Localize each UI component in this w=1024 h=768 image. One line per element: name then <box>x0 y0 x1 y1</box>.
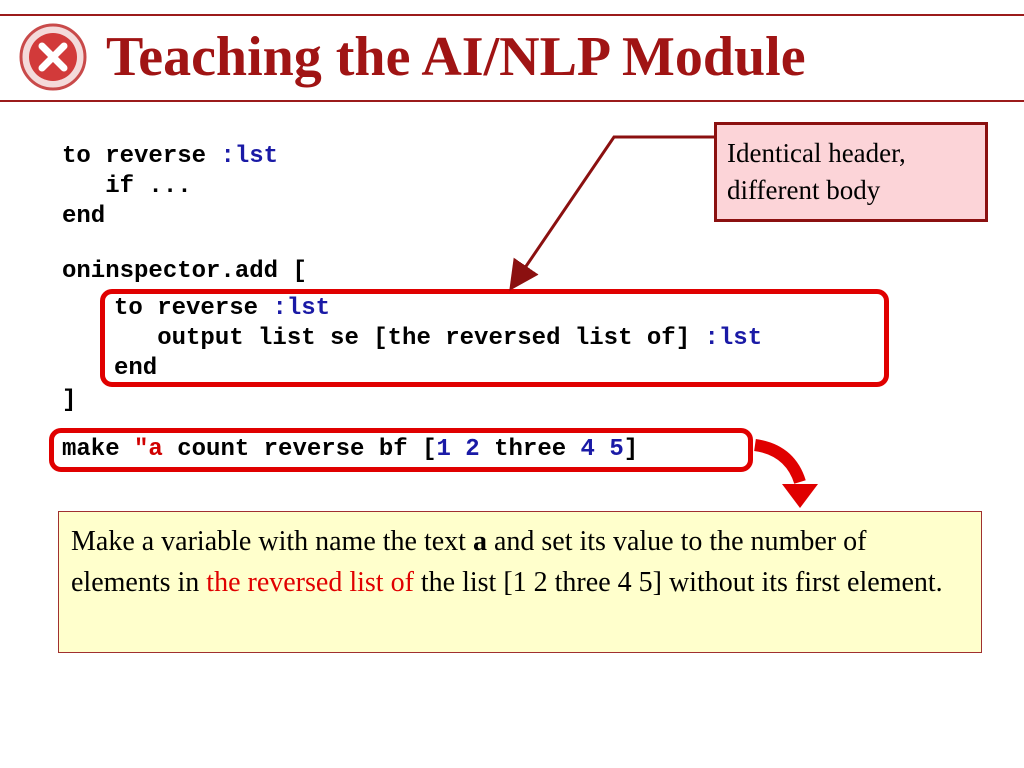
code-word: three <box>494 436 567 463</box>
code-number: 2 <box>465 436 480 463</box>
code-line: ] <box>62 387 77 414</box>
code-variable: :lst <box>704 325 763 352</box>
code-variable: :lst <box>220 143 279 170</box>
code-keyword: make <box>62 436 135 463</box>
explanation-text: and set its value to the number of eleme… <box>71 526 867 598</box>
code-block-reverse: to reverse :lst if ... end <box>62 142 278 232</box>
code-inspector-close: ] <box>62 386 76 416</box>
code-number: 4 <box>580 436 595 463</box>
title-rule <box>0 100 1024 102</box>
explanation-variable-name: a <box>472 526 487 557</box>
explanation-text: the list [1 2 three 4 5] without its fir… <box>413 567 943 598</box>
code-bracket: ] <box>623 436 639 463</box>
code-line: oninspector.add [ <box>62 258 307 285</box>
make-line-highlight <box>49 428 753 472</box>
close-circle-icon <box>18 22 88 92</box>
code-line: end <box>62 203 106 230</box>
code-keyword: to reverse <box>62 143 221 170</box>
arrow-icon <box>509 135 714 291</box>
page-title: Teaching the AI/NLP Module <box>106 26 806 88</box>
code-keyword: count reverse bf [ <box>162 436 437 463</box>
code-line: if ... <box>62 173 192 200</box>
inner-definition-highlight <box>100 289 889 387</box>
code-number: 5 <box>609 436 624 463</box>
top-rule <box>0 14 1024 16</box>
code-inspector-open: oninspector.add [ <box>62 257 307 287</box>
code-string: "a <box>134 436 163 463</box>
explanation-box: Make a variable with name the text a and… <box>58 511 982 653</box>
callout-box: Identical header, different body <box>714 122 988 222</box>
explanation-text: Make a variable with name the text <box>71 526 473 557</box>
code-keyword: to reverse <box>114 295 273 322</box>
curved-down-arrow-icon <box>753 439 818 508</box>
explanation-emphasis: the reversed list of <box>206 567 414 598</box>
callout-line: Identical header, <box>727 138 906 168</box>
code-make-line: make "a count reverse bf [1 2 three 4 5] <box>62 435 638 465</box>
code-number: 1 <box>436 436 451 463</box>
code-inspector-body: to reverse :lst output list se [the reve… <box>114 294 762 384</box>
code-variable: :lst <box>272 295 331 322</box>
code-keyword: output list se [the reversed list of] <box>114 325 705 352</box>
callout-line: different body <box>727 175 881 205</box>
code-line: end <box>114 355 158 382</box>
